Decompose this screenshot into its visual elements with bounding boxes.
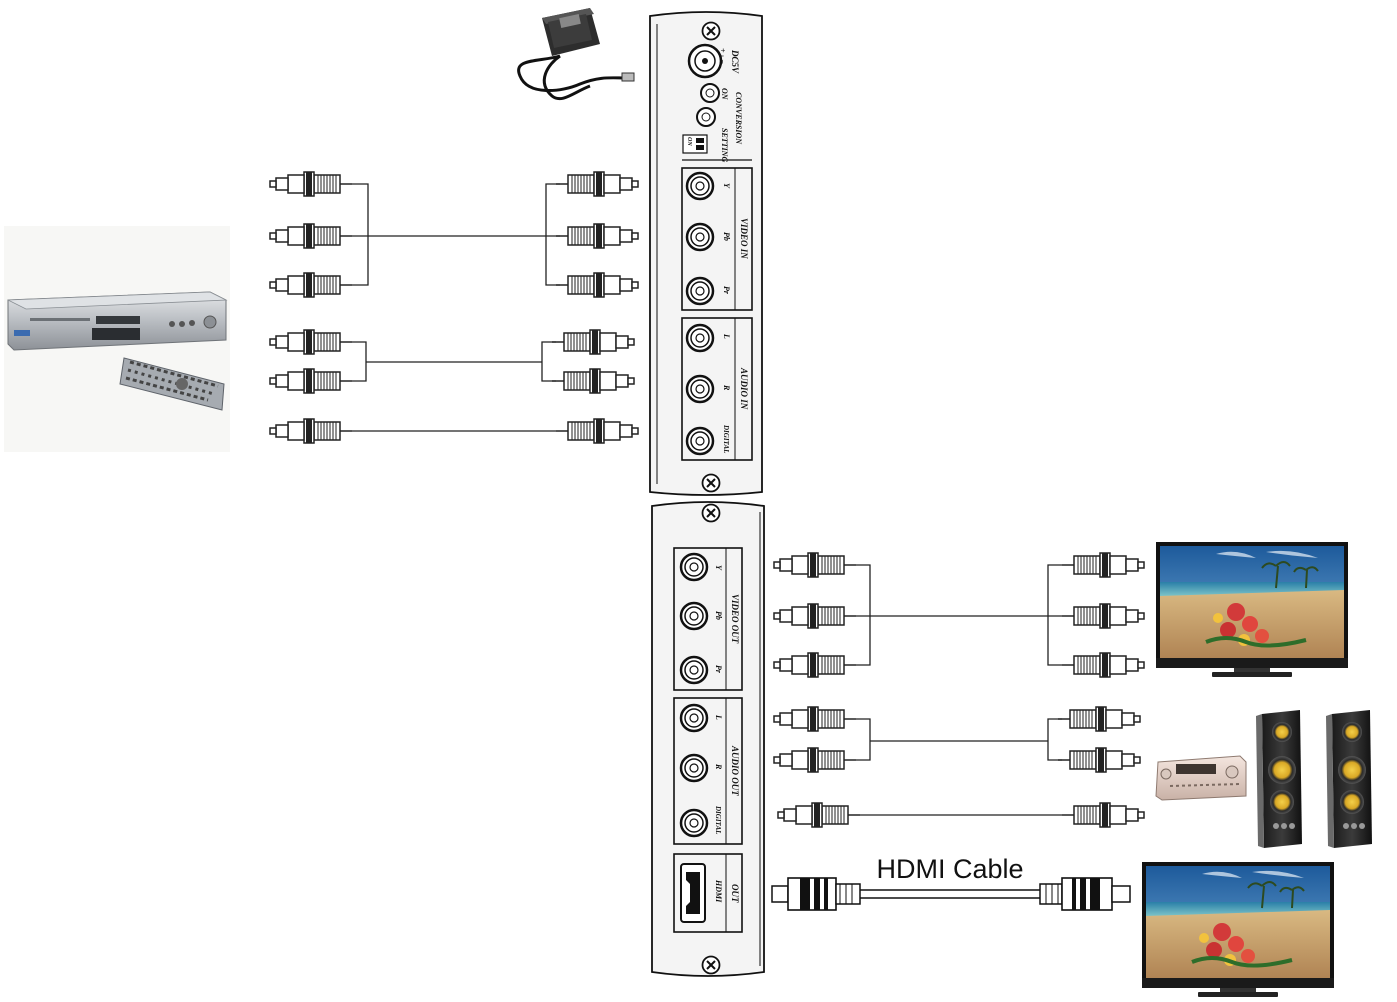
rca-plug-icon <box>555 272 639 298</box>
input-panel: DC5V + ◦ − ON CONVERSION SETTING ON VIDE… <box>649 11 763 496</box>
dc-polarity: + ◦ − <box>718 48 727 64</box>
speaker-left-image <box>1256 710 1302 848</box>
rca-plug-icon <box>773 552 857 578</box>
jack-label-pr: Pr <box>714 665 723 674</box>
component-video-cable-in <box>352 183 560 286</box>
hdmi-out-label: OUT <box>730 884 740 903</box>
video-in-group <box>681 167 753 311</box>
audio-out-l-jack[interactable] <box>679 703 709 733</box>
audio-out-group <box>673 697 743 845</box>
rca-plug-icon <box>1061 552 1145 578</box>
screw-icon <box>701 955 721 975</box>
rca-plug-icon <box>1061 802 1145 828</box>
audio-in-group <box>681 317 753 461</box>
rca-plug-icon <box>555 418 639 444</box>
video-out-y-jack[interactable] <box>679 552 709 582</box>
audio-in-r-jack[interactable] <box>685 374 715 404</box>
audio-in-l-jack[interactable] <box>685 323 715 353</box>
conversion-button[interactable] <box>696 107 716 127</box>
hdmi-out-port[interactable] <box>680 863 706 923</box>
jack-label-y: Y <box>714 565 723 571</box>
setting-label: SETTING <box>720 128 729 162</box>
jack-label-pb: Pb <box>722 232 731 241</box>
screw-icon <box>701 503 721 523</box>
video-out-pr-jack[interactable] <box>679 655 709 685</box>
rca-plug-icon <box>773 747 857 773</box>
jack-label-y: Y <box>722 183 731 189</box>
power-adapter-image <box>517 8 635 101</box>
rca-plug-icon <box>269 418 353 444</box>
rca-plug-icon <box>551 329 635 355</box>
component-tv-image <box>1154 540 1350 679</box>
component-video-cable-out <box>856 564 1062 666</box>
dc-power-jack[interactable] <box>687 43 723 79</box>
hdmi-jack-label: HDMI <box>714 879 723 903</box>
analog-audio-cable-in <box>352 341 556 382</box>
rca-plug-icon <box>777 802 861 828</box>
screw-icon <box>701 21 721 41</box>
video-out-label: VIDEO OUT <box>730 594 740 644</box>
dc-label: DC5V <box>730 49 740 74</box>
dip-switch[interactable] <box>682 134 708 154</box>
on-label: ON <box>720 88 729 101</box>
rca-plug-icon <box>269 171 353 197</box>
rca-plug-icon <box>1057 747 1141 773</box>
on-indicator <box>700 83 720 103</box>
jack-label-pb: Pb <box>714 611 723 620</box>
rca-plug-icon <box>773 603 857 629</box>
rca-plug-icon <box>773 706 857 732</box>
conversion-label: CONVERSION <box>734 92 743 145</box>
hdmi-cable-label: HDMI Cable <box>876 854 1023 884</box>
output-panel: VIDEO OUT Y Pb Pr AUDIO OUT L R DIGITAL … <box>651 501 765 977</box>
video-in-pr-jack[interactable] <box>685 276 715 306</box>
jack-label-r: R <box>714 763 723 770</box>
audio-out-label: AUDIO OUT <box>730 745 740 796</box>
video-in-y-jack[interactable] <box>685 171 715 201</box>
audio-in-label: AUDIO IN <box>739 367 749 410</box>
video-out-group <box>673 547 743 691</box>
dip-on-label: ON <box>686 137 692 146</box>
video-out-pb-jack[interactable] <box>679 601 709 631</box>
jack-label-digital: DIGITAL <box>714 805 722 834</box>
rca-plug-icon <box>551 368 635 394</box>
jack-label-digital: DIGITAL <box>722 424 730 453</box>
rca-plug-group <box>1057 552 1145 828</box>
hdmi-tv-image <box>1140 860 1336 999</box>
audio-in-digital-jack[interactable] <box>685 426 715 456</box>
rca-plug-icon <box>555 223 639 249</box>
rca-plug-icon <box>1061 603 1145 629</box>
screw-icon <box>701 473 721 493</box>
rca-plug-group <box>773 552 861 828</box>
rca-plug-icon <box>269 223 353 249</box>
rca-plug-icon <box>773 652 857 678</box>
analog-audio-cable-out <box>856 718 1062 761</box>
rca-plug-icon <box>1061 652 1145 678</box>
rca-plug-icon <box>269 329 353 355</box>
hdmi-out-group <box>673 853 743 933</box>
rca-plug-icon <box>269 272 353 298</box>
jack-label-l: L <box>714 714 723 720</box>
hdmi-cable <box>771 877 1131 911</box>
rca-plug-icon <box>1057 706 1141 732</box>
rca-plug-icon <box>269 368 353 394</box>
rca-plug-group <box>269 171 353 444</box>
rca-plug-icon <box>555 171 639 197</box>
jack-label-l: L <box>722 333 731 339</box>
av-receiver-image <box>1155 755 1247 801</box>
jack-label-r: R <box>722 384 731 391</box>
jack-label-pr: Pr <box>722 286 731 295</box>
dvd-player-image <box>4 226 230 452</box>
rca-plug-group <box>551 171 639 444</box>
audio-out-digital-jack[interactable] <box>679 808 709 838</box>
video-in-pb-jack[interactable] <box>685 222 715 252</box>
speaker-right-image <box>1326 710 1372 848</box>
video-in-label: VIDEO IN <box>739 218 749 259</box>
audio-out-r-jack[interactable] <box>679 753 709 783</box>
